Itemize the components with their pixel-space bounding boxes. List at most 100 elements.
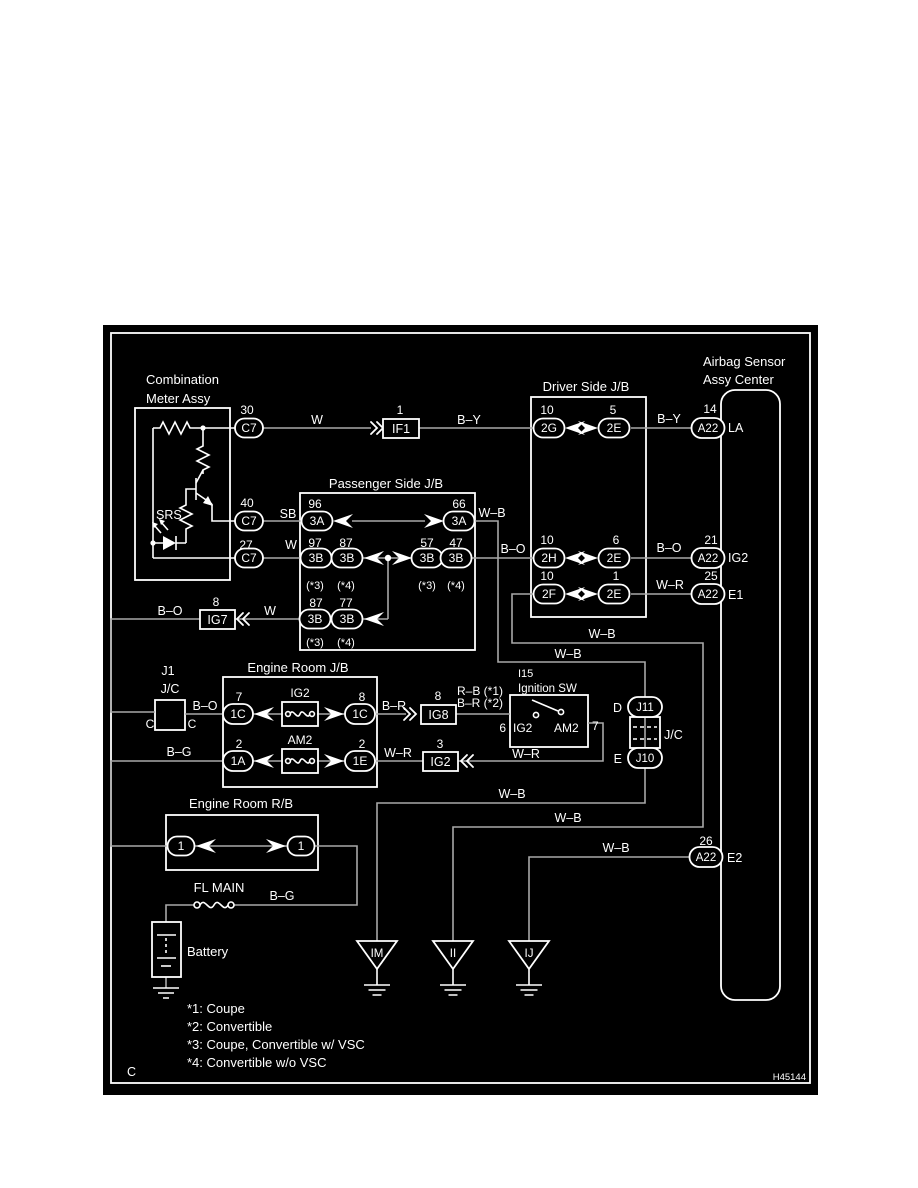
connector-1e: 1E (353, 754, 368, 768)
wire-label-w-1: W (311, 413, 323, 427)
switch-contact-icon (557, 708, 565, 716)
title-airbag-sensor-1: Airbag Sensor (703, 354, 786, 369)
engine-room-jb-box (222, 676, 378, 788)
pin-87a: 87 (339, 536, 353, 550)
pin-66: 66 (452, 497, 466, 511)
chevron-symbols (235, 421, 474, 768)
pin-ig8-8: 8 (435, 689, 442, 703)
label-j11-jc: J/C (664, 728, 683, 742)
wire-label-wr-3: W–R (512, 747, 540, 761)
fuse-am2-box (281, 748, 319, 774)
wire-label-by-2: B–Y (657, 412, 681, 426)
chevron-left-icon (235, 612, 250, 626)
battery-symbol (151, 921, 182, 999)
pin-1e-2: 2 (359, 737, 366, 751)
wire-label-rb-note1: R–B (*1) (457, 684, 503, 698)
footnote-1: *1: Coupe (187, 1001, 245, 1016)
arrow-left-icon (196, 839, 216, 853)
label-terminal-ig2: IG2 (728, 551, 748, 565)
connector-1c-7: 1C (230, 707, 246, 721)
connector-3b-47-shape (439, 547, 473, 569)
pin-2h-10: 10 (540, 533, 554, 547)
connector-3a-96: 3A (310, 514, 325, 528)
ignition-switch-symbol (531, 699, 565, 719)
footnote-3: *3: Coupe, Convertible w/ VSC (187, 1037, 365, 1052)
label-sw-ig2: IG2 (513, 721, 533, 735)
transistor-arrow-icon (203, 496, 213, 506)
fuse-if1-shape (382, 418, 420, 439)
junction-dot (384, 554, 392, 562)
resistor-icon (195, 428, 211, 474)
arrow-left-icon (254, 707, 274, 721)
fuse-ig2-box (281, 701, 319, 727)
connector-3b-77-shape (330, 608, 364, 630)
ignition-sw-code: I15 (518, 668, 533, 680)
connector-c7-40-shape (234, 510, 264, 532)
wire-ig7-j1 (110, 618, 200, 713)
arrow-right-icon (424, 514, 444, 528)
title-engine-room-rb: Engine Room R/B (189, 796, 293, 811)
title-combination-meter-1: Combination (146, 372, 219, 387)
arrow-left-icon (565, 551, 585, 565)
label-j11-pin-d: D (613, 701, 622, 715)
wire-label-wr-1: W–R (656, 578, 684, 592)
footnote-2: *2: Convertible (187, 1019, 272, 1034)
ground-icon (516, 984, 542, 996)
pin-87b: 87 (309, 596, 323, 610)
connector-c7-27: C7 (241, 551, 257, 565)
transistor-collector (195, 469, 204, 484)
ground-ii-triangle-icon (431, 940, 475, 971)
label-terminal-e2: E2 (727, 851, 742, 865)
connector-2f-shape (532, 583, 566, 605)
pin-2e-1: 1 (613, 569, 620, 583)
connector-2g-shape (532, 417, 566, 439)
pin-97: 97 (308, 536, 322, 550)
connector-3b-77: 3B (340, 612, 355, 626)
connector-c7-40: C7 (241, 514, 257, 528)
terminal-arrows (196, 421, 598, 853)
wire-label-wb-1: W–B (478, 506, 505, 520)
ground-im-triangle-icon (355, 940, 399, 971)
fl-main-symbol (193, 901, 235, 909)
wire-label-wb-2: W–B (588, 627, 615, 641)
wire-label-wb-4: W–B (498, 787, 525, 801)
airbag-sensor-box (720, 389, 781, 1001)
pin-40: 40 (240, 496, 254, 510)
wires (110, 427, 704, 988)
wire-ignition-ig2 (458, 722, 604, 762)
arrow-right-icon (392, 551, 412, 565)
wire-label-bo-4: B–O (192, 699, 217, 713)
label-terminal-la: LA (728, 421, 744, 435)
pin-2f-10: 10 (540, 569, 554, 583)
figure-id: H45144 (773, 1072, 806, 1083)
led-bar (153, 536, 186, 550)
connector-2e-5-shape (597, 417, 631, 439)
connector-3b-87a: 3B (340, 551, 355, 565)
connector-a22-ig2: A22 (698, 553, 718, 565)
label-sw-pin-6: 6 (499, 721, 506, 735)
label-j1-jc: J/C (161, 682, 180, 696)
wire-label-bg-1: B–G (166, 745, 191, 759)
fuse-ig2-3: IG2 (430, 755, 450, 769)
pin-1c-8: 8 (359, 690, 366, 704)
connector-c7-30: C7 (241, 421, 257, 435)
wire-rb-flmain (234, 845, 358, 906)
connector-2h-shape (532, 547, 566, 569)
fuse-ig2-3-shape (422, 751, 459, 772)
connector-a22-la: A22 (698, 423, 718, 435)
pin-1a-2: 2 (236, 737, 243, 751)
label-j10-pin-e: E (614, 752, 622, 766)
connector-3a-66: 3A (452, 514, 467, 528)
wire-label-bo-2: B–O (656, 541, 681, 555)
arrow-right-icon (324, 754, 344, 768)
ignition-sw-box (509, 694, 589, 748)
title-engine-room-jb: Engine Room J/B (247, 660, 348, 675)
connector-j10-shape (627, 747, 663, 769)
junction-box-dashes (633, 726, 657, 740)
ground-im-label: IM (371, 948, 384, 960)
label-j1-pin-c-left: C (146, 717, 155, 731)
connector-a22-e2-shape (688, 846, 724, 868)
connector-1c-8: 1C (352, 707, 368, 721)
wire-label-sb: SB (280, 507, 297, 521)
